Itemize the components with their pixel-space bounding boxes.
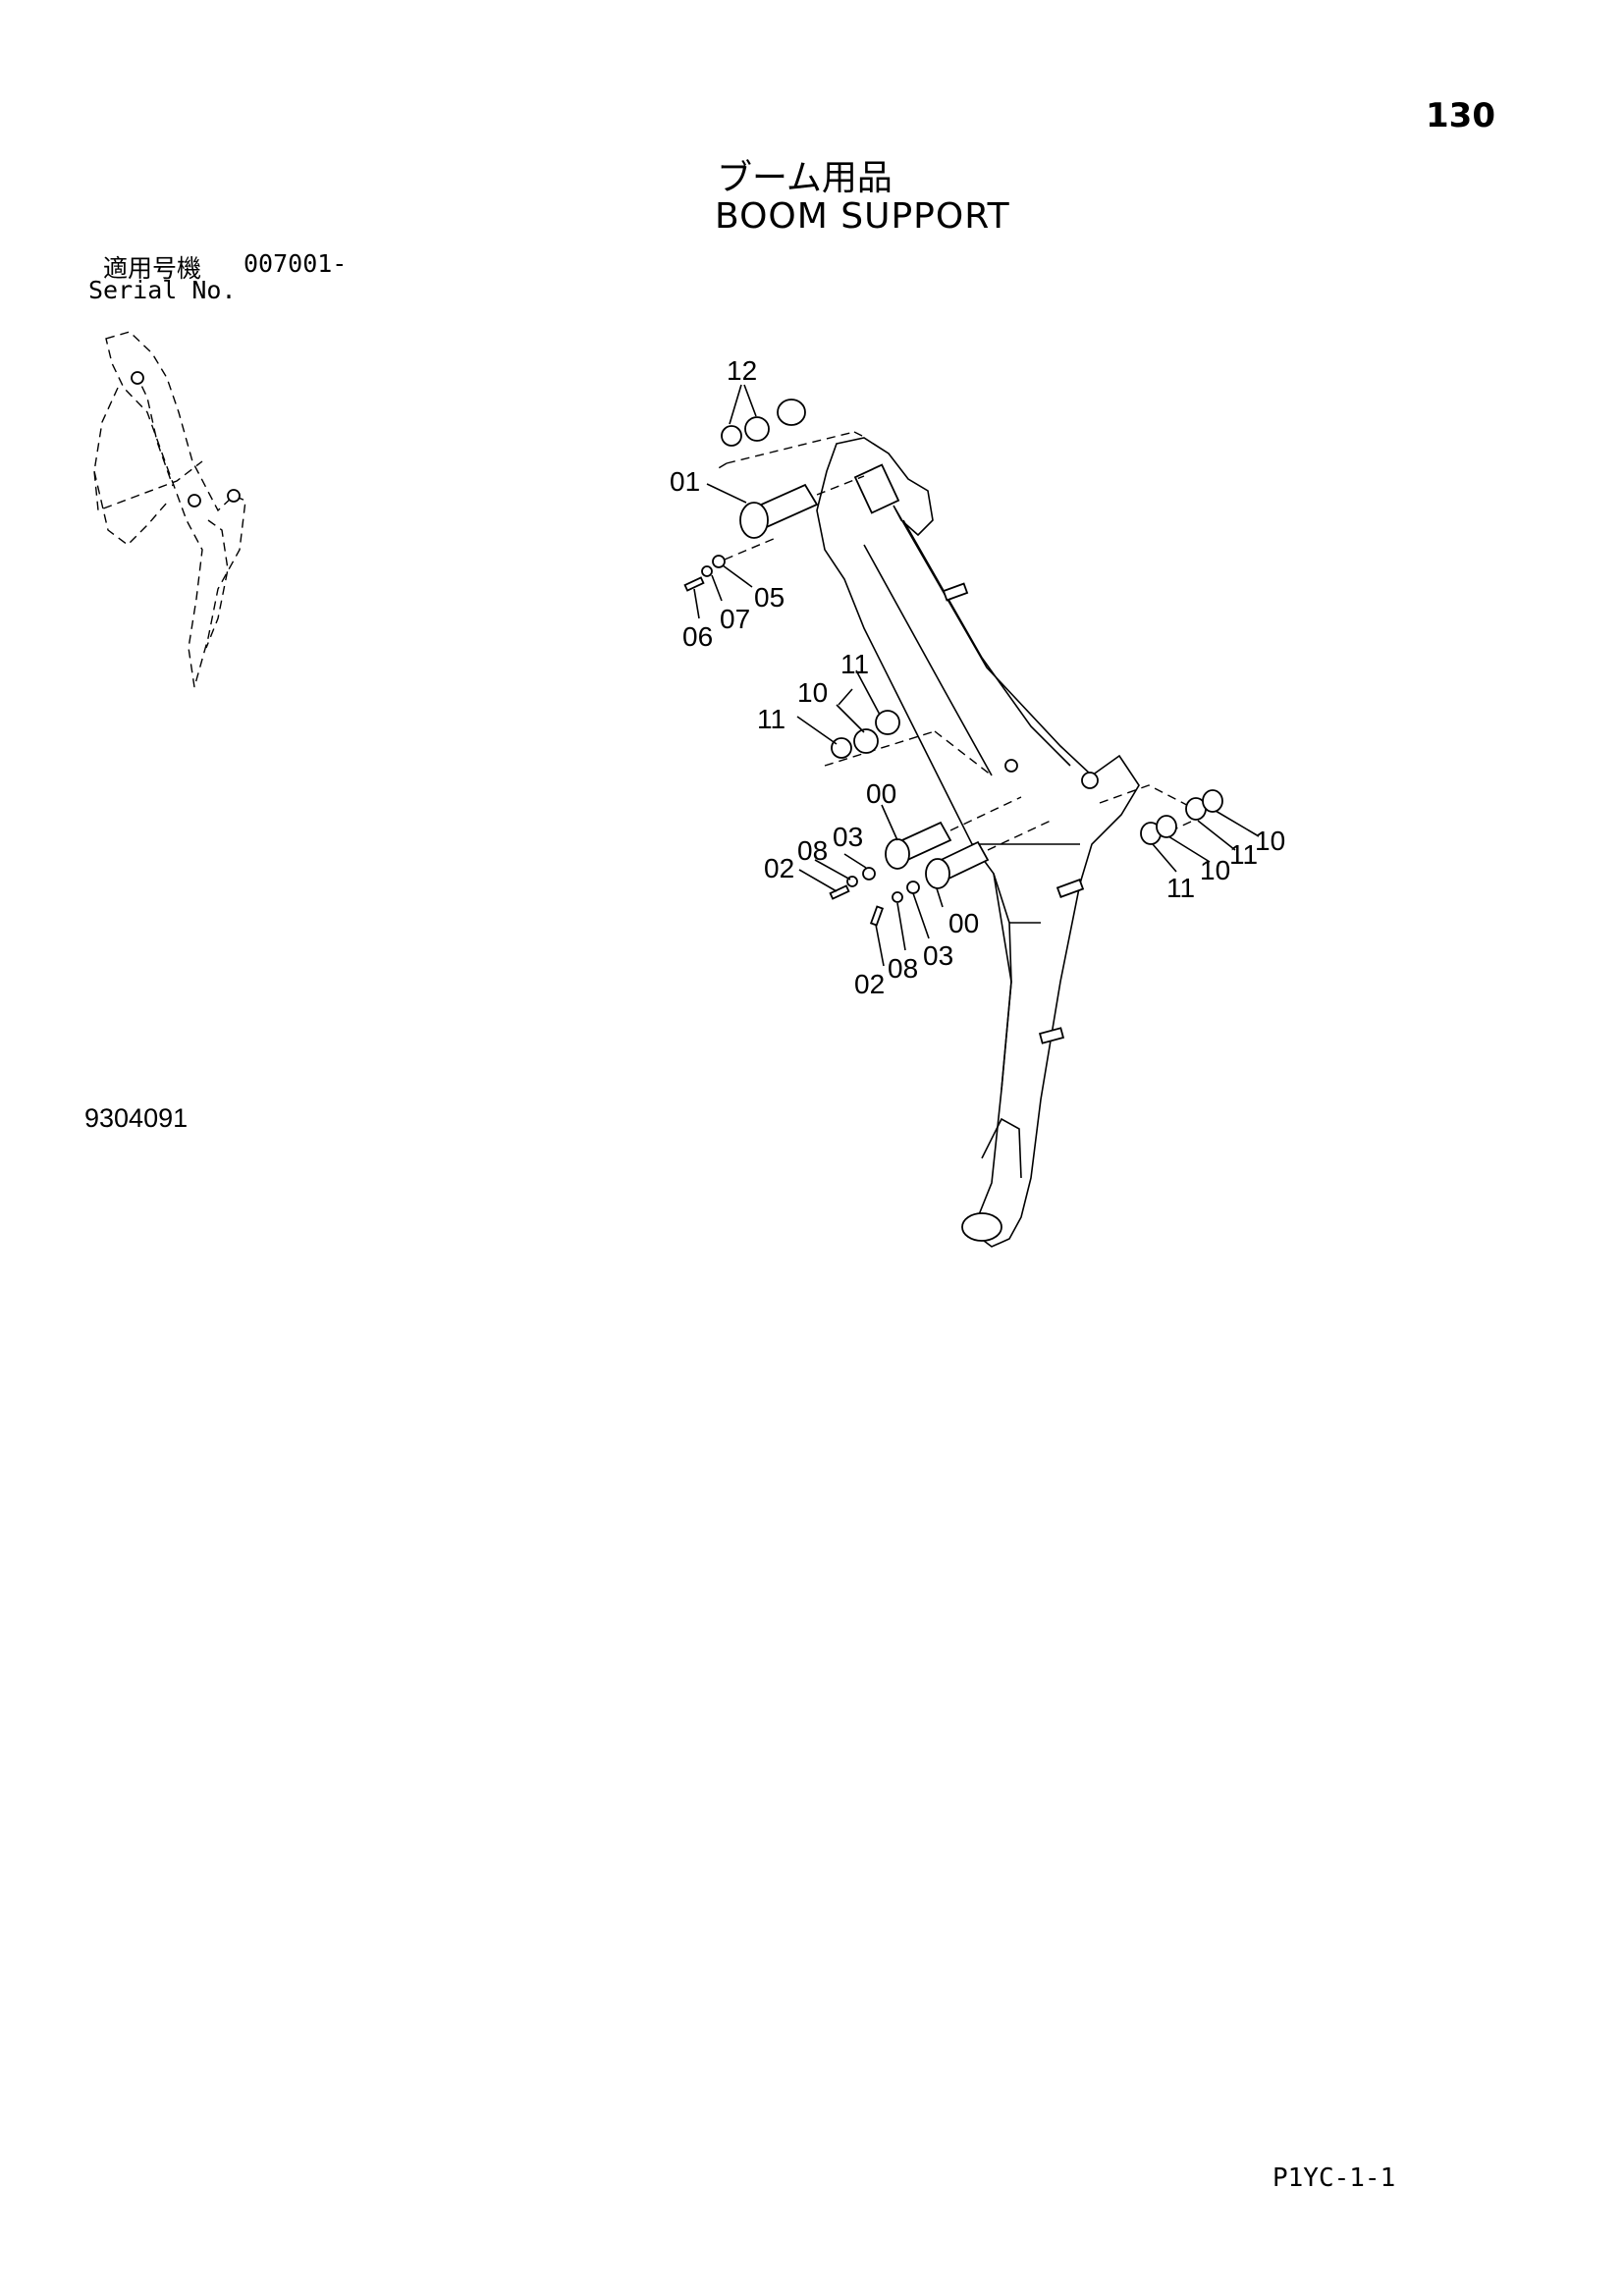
callout-00-upper: 00	[866, 778, 896, 809]
callout-08-lower: 08	[888, 953, 918, 984]
callout-10-middle: 10	[797, 677, 828, 708]
callout-10-right-outer: 10	[1255, 826, 1285, 856]
serial-label-japanese: 適用号機	[103, 254, 202, 283]
upper-pin-assembly	[683, 399, 865, 592]
middle-washer-set	[824, 710, 993, 776]
callout-01: 01	[670, 466, 700, 497]
serial-range: 007001-	[244, 249, 348, 278]
callout-labels: 12 01 05 07 06 11 10 11 00 03 08 02 00 0…	[670, 355, 1285, 999]
callout-11-middle-left: 11	[757, 704, 785, 734]
right-washer-set	[1099, 784, 1223, 845]
sheet-code: P1YC-1-1	[1272, 2163, 1396, 2193]
locator-thumbnail	[93, 331, 246, 688]
lower-pin-assembly	[829, 796, 1052, 927]
callout-00-lower: 00	[948, 908, 979, 938]
boom-outline	[816, 437, 1140, 1248]
serial-label-english: Serial No.	[88, 276, 237, 304]
leader-lines	[693, 384, 1260, 967]
callout-07: 07	[720, 604, 750, 634]
callout-11-right-outer: 11	[1229, 839, 1258, 870]
callout-11-right-inner: 11	[1166, 873, 1195, 903]
callout-06: 06	[682, 621, 713, 652]
figure-code: 9304091	[84, 1103, 189, 1133]
callout-03-lower: 03	[923, 940, 953, 971]
page-number: 130	[1426, 96, 1495, 135]
callout-11-middle-right: 11	[840, 649, 869, 679]
callout-10-right-inner: 10	[1200, 855, 1230, 885]
callout-12: 12	[727, 355, 757, 386]
title-japanese: ブーム用品	[717, 158, 893, 198]
callout-03-upper: 03	[833, 822, 863, 852]
callout-02-lower: 02	[854, 969, 885, 999]
callout-02-upper: 02	[764, 853, 794, 883]
callout-08-upper: 08	[797, 835, 828, 866]
callout-05: 05	[754, 582, 785, 613]
title-english: BOOM SUPPORT	[715, 196, 1010, 237]
